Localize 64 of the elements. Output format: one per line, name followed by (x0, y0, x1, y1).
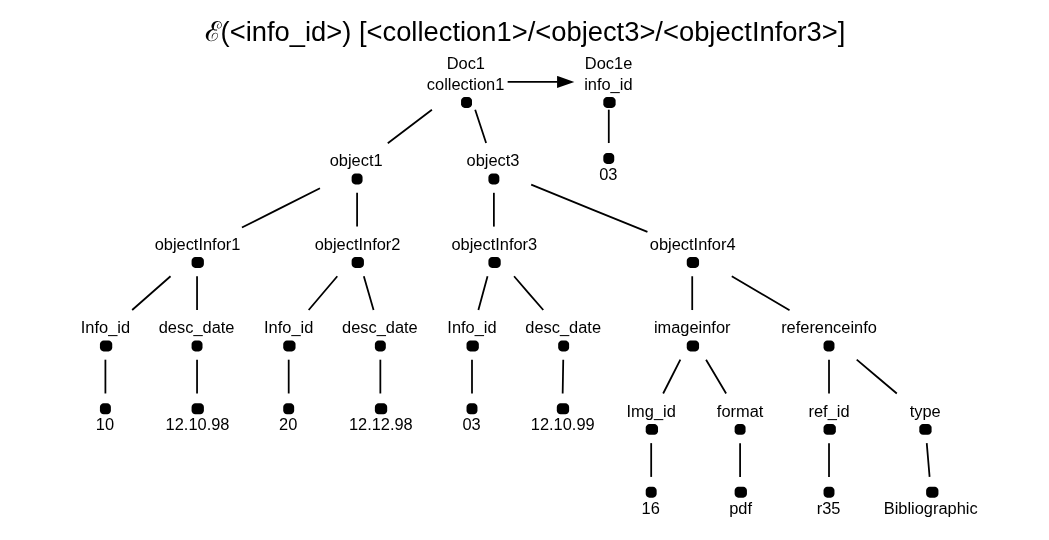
node-label: Info_id (263, 318, 313, 337)
node-label: Doc1e (584, 54, 632, 73)
node-label: format (716, 401, 763, 420)
connector (649, 442, 652, 478)
node-label: desc_date (158, 318, 234, 337)
connector (477, 275, 488, 311)
connector (195, 358, 198, 395)
connector (470, 358, 473, 395)
node-label: Info_id (80, 318, 130, 337)
node-label: Doc1 (446, 54, 485, 73)
node-label: 20 (278, 415, 297, 434)
node-label: imageinfor (653, 318, 731, 337)
node-label: type (909, 401, 941, 420)
connector (561, 358, 564, 395)
node-label: objectInfor4 (649, 234, 736, 253)
node-label: objectInfor2 (314, 234, 400, 253)
node-label: Img_id (626, 401, 676, 420)
node-label: collection1 (426, 74, 504, 93)
node-label: info_id (583, 74, 633, 93)
connector (925, 442, 930, 478)
node-label: r35 (816, 498, 840, 517)
node-label: objectInfor1 (154, 234, 240, 253)
node-label: Bibliographic (883, 498, 978, 517)
node-label: object1 (329, 151, 383, 170)
connector (855, 358, 898, 395)
node-label: 12.10.98 (165, 415, 229, 434)
node-label: 12.10.99 (530, 415, 595, 434)
connector (362, 275, 374, 311)
connector (104, 358, 106, 395)
connector (529, 183, 648, 233)
node-label: referenceinfo (780, 318, 877, 337)
connector (130, 275, 171, 311)
connector (378, 358, 381, 395)
connector (287, 358, 290, 395)
connector (240, 187, 321, 229)
node-label: 12.12.98 (348, 415, 413, 434)
node-label: 10 (95, 415, 114, 434)
connector (386, 108, 433, 145)
connector (473, 108, 487, 144)
connector (690, 275, 693, 311)
node-label: Info_id (446, 318, 497, 337)
node-label: pdf (728, 498, 752, 517)
connector (512, 275, 544, 311)
connector (307, 275, 338, 311)
node-label: objectInfor3 (450, 234, 537, 253)
connector (730, 275, 790, 312)
node-label: desc_date (341, 318, 418, 337)
diagram-title: ℰ(<info_id>) [<collection1>/<object3>/<objectInfor3>] (204, 15, 845, 47)
connector (195, 275, 198, 311)
node-label: desc_date (524, 318, 601, 337)
node-label: object3 (466, 151, 519, 170)
connector (492, 191, 495, 228)
node-label: ref_id (807, 401, 850, 420)
node-label: 03 (598, 164, 617, 183)
connector (827, 358, 830, 395)
node-label: 03 (461, 415, 481, 434)
connector (704, 358, 727, 395)
connector (355, 191, 358, 228)
node-label: 16 (641, 498, 660, 517)
connector (607, 108, 610, 144)
connector (827, 442, 830, 478)
connector (661, 358, 681, 395)
arrow (506, 75, 574, 88)
connector (738, 442, 741, 478)
